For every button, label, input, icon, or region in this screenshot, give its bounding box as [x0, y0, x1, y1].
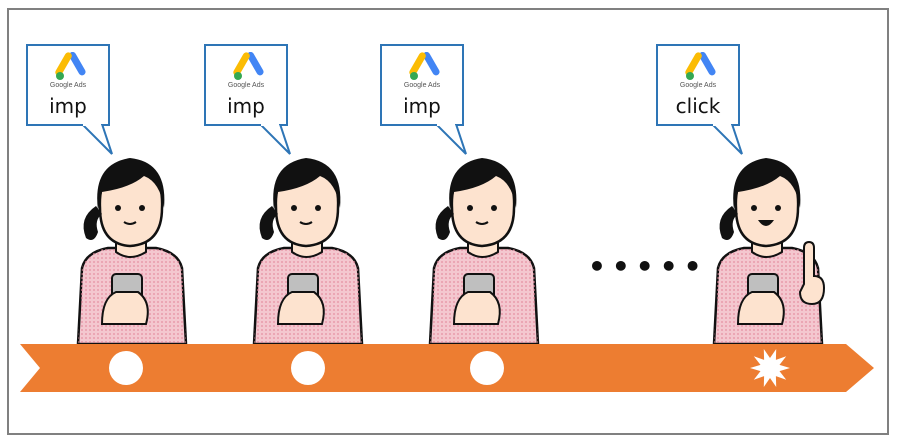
google-ads-logo-icon — [233, 52, 264, 80]
speech-bubble: Google Ads click — [656, 44, 740, 126]
event-label: imp — [227, 94, 265, 118]
speech-bubble-tail — [258, 124, 291, 155]
timeline-arrow-icon — [20, 344, 874, 392]
speech-bubble: Google Ads imp — [204, 44, 288, 126]
impression-marker — [470, 351, 504, 385]
speech-bubble-tail — [80, 124, 113, 155]
google-ads-logo-icon — [409, 52, 440, 80]
woman-with-phone-icon — [712, 158, 826, 344]
woman-with-phone-icon — [428, 158, 540, 344]
brand-text: Google Ads — [49, 82, 87, 89]
google-ads-logo-icon — [55, 52, 86, 80]
click-burst-icon — [750, 349, 790, 387]
speech-bubble-tail — [434, 124, 467, 155]
event-label: imp — [49, 94, 87, 118]
ellipsis: ••••• — [588, 250, 708, 283]
speech-bubble: Google Ads imp — [26, 44, 110, 126]
brand-text: Google Ads — [227, 82, 265, 89]
brand-text: Google Ads — [679, 82, 717, 89]
google-ads-logo-icon — [685, 52, 716, 80]
woman-with-phone-icon — [252, 158, 364, 344]
speech-bubble: Google Ads imp — [380, 44, 464, 126]
brand-text: Google Ads — [403, 82, 441, 89]
woman-with-phone-icon — [76, 158, 188, 344]
impression-marker — [109, 351, 143, 385]
event-label: imp — [403, 94, 441, 118]
speech-bubble-tail — [710, 124, 743, 155]
event-label: click — [675, 94, 721, 118]
impression-marker — [291, 351, 325, 385]
